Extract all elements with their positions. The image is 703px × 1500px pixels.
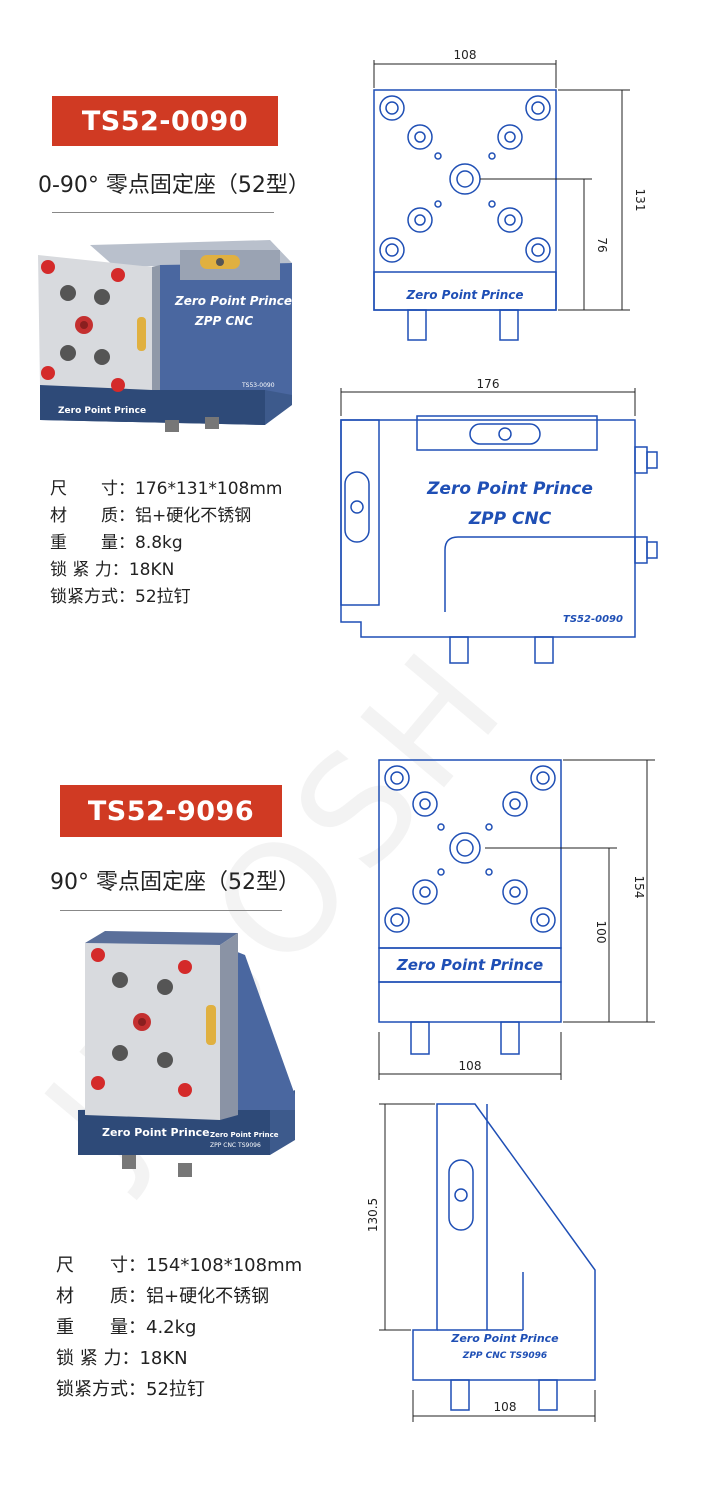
photo-base-brand: Zero Point Prince (102, 1126, 210, 1139)
spec-row: 材 质：铝+硬化不锈钢 (50, 503, 282, 530)
spec-label: 重 量： (50, 533, 135, 553)
spec-value: 18KN (128, 560, 175, 580)
spec-label: 锁 紧 力： (50, 560, 129, 580)
spec-label: 材 质： (56, 1286, 146, 1307)
spec-value: 18KN (139, 1348, 188, 1369)
spec-row: 尺 寸：176*131*108mm (50, 476, 282, 503)
drawing-model: TS52-0090 (563, 614, 623, 625)
spec-label: 锁紧方式： (50, 587, 135, 607)
spec-value: 铝+硬化不锈钢 (146, 1286, 270, 1307)
product-photo: Zero Point Prince ZPP CNC Zero Point Pri… (38, 240, 292, 432)
spec-row: 重 量：4.2kg (56, 1312, 302, 1343)
product-photo: Zero Point Prince Zero Point Prince ZPP … (78, 931, 295, 1177)
product-subtitle: 90° 零点固定座（52型） (50, 870, 300, 895)
spec-label: 重 量： (56, 1317, 146, 1338)
drawing-brand: Zero Point Prince (396, 956, 543, 974)
spec-row: 锁 紧 力：18KN (50, 557, 282, 584)
spec-row: 锁 紧 力：18KN (56, 1343, 302, 1374)
spec-value: 52拉钉 (146, 1379, 205, 1400)
photo-brand: Zero Point Prince (174, 294, 292, 308)
drawing-brand: Zero Point Prince (426, 479, 593, 499)
front-drawing: 108 131 76 Zero Point Prince (373, 48, 647, 341)
spec-label: 锁 紧 力： (56, 1348, 140, 1369)
spec-label: 尺 寸： (56, 1255, 146, 1276)
product-badge: TS52-9096 (60, 785, 282, 837)
photo-base-brand: Zero Point Prince (58, 406, 146, 416)
photo-brand-2: ZPP CNC (194, 314, 253, 328)
spec-label: 锁紧方式： (56, 1379, 146, 1400)
spec-value: 4.2kg (146, 1317, 197, 1338)
spec-list: 尺 寸：154*108*108mm 材 质：铝+硬化不锈钢 重 量：4.2kg … (56, 1250, 302, 1405)
spec-label: 材 质： (50, 506, 135, 526)
side-drawing: 130.5 108 Zero Point Prince ZPP CNC TS90… (366, 1103, 596, 1422)
spec-list: 尺 寸：176*131*108mm 材 质：铝+硬化不锈钢 重 量：8.8kg … (50, 476, 282, 611)
spec-value: 176*131*108mm (135, 479, 283, 499)
drawing-brand: Zero Point Prince (450, 1332, 559, 1345)
drawing-model: ZPP CNC TS9096 (462, 1351, 547, 1361)
spec-value: 铝+硬化不锈钢 (135, 506, 252, 526)
spec-row: 锁紧方式：52拉钉 (50, 584, 282, 611)
dim-center: 100 (594, 921, 608, 944)
spec-value: 8.8kg (135, 533, 183, 553)
photo-brand-2: Zero Point Prince (210, 1131, 279, 1139)
front-drawing: 100 154 108 Zero Point Prince (378, 759, 655, 1080)
dim-center: 76 (595, 237, 609, 252)
spec-value: 154*108*108mm (146, 1255, 303, 1276)
spec-value: 52拉钉 (135, 587, 191, 607)
dim-height: 154 (632, 876, 646, 899)
divider (52, 212, 274, 213)
drawing-brand: Zero Point Prince (405, 288, 523, 302)
spec-row: 材 质：铝+硬化不锈钢 (56, 1281, 302, 1312)
dim-width: 108 (459, 1059, 482, 1073)
dim-width: 176 (477, 377, 500, 391)
dim-width: 108 (494, 1400, 517, 1414)
spec-label: 尺 寸： (50, 479, 135, 499)
divider (60, 910, 282, 911)
photo-model: TS53-0090 (241, 382, 275, 389)
spec-row: 重 量：8.8kg (50, 530, 282, 557)
dim-height: 130.5 (366, 1198, 380, 1232)
drawing-brand-2: ZPP CNC (468, 509, 552, 529)
dim-width: 108 (454, 48, 477, 62)
dim-height: 131 (633, 189, 647, 212)
spec-row: 锁紧方式：52拉钉 (56, 1374, 302, 1405)
photo-model: ZPP CNC TS9096 (210, 1142, 261, 1149)
product-badge: TS52-0090 (52, 96, 278, 146)
side-drawing: 176 Zero Point Prince ZPP CNC TS52-0090 (340, 377, 658, 664)
spec-row: 尺 寸：154*108*108mm (56, 1250, 302, 1281)
product-subtitle: 0-90° 零点固定座（52型） (38, 173, 310, 198)
